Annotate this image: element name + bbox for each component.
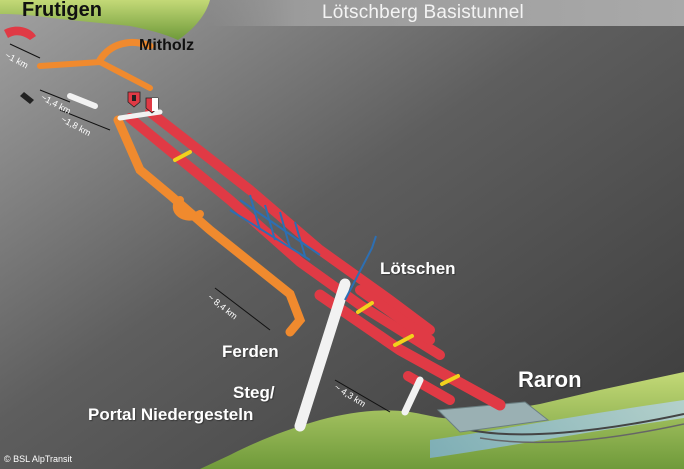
main-tubes [125,107,506,411]
dimension-lines [9,43,391,413]
tube-south-west [314,289,506,411]
ventilation-system [229,194,377,301]
railway-line [469,413,684,436]
tube-east [145,107,435,335]
cross-passages [173,150,460,386]
shaft-mitholz [117,109,163,121]
label-mitholz: Mitholz [139,37,195,54]
valais-coat-of-arms-icon [145,97,159,114]
bern-coat-of-arms-icon [127,91,141,108]
title-band [210,0,684,26]
frutigen-portal [4,26,36,104]
tube-west [125,113,445,360]
access-tunnel-ferden [113,115,306,337]
tube-raron [403,371,455,405]
terrain-raron [200,372,684,469]
access-tunnel-mitholz [96,39,154,64]
river-rhone [430,400,684,458]
loop-tunnel [172,196,204,221]
label-steg: Steg/ [233,383,275,402]
label-frutigen: Frutigen [22,0,102,21]
credit-label: © BSL AlpTransit [4,454,72,464]
tube-south-east [355,285,435,345]
access-tunnels [37,39,306,337]
railway-line [479,423,684,444]
access-tunnel-frutigen [37,58,153,91]
shaft-frutigen [67,93,98,109]
diagram-title: Lötschberg Basistunnel [322,2,524,23]
terrain-frutigen [0,0,210,40]
label-portal-niedergesteln: Portal Niedergesteln [88,405,254,424]
label-ferden: Ferden [222,342,279,361]
access-tunnel-steg [294,278,351,432]
label-lotschen: Lötschen [380,259,456,278]
label-raron: Raron [518,367,582,392]
shaft-raron [401,376,424,416]
